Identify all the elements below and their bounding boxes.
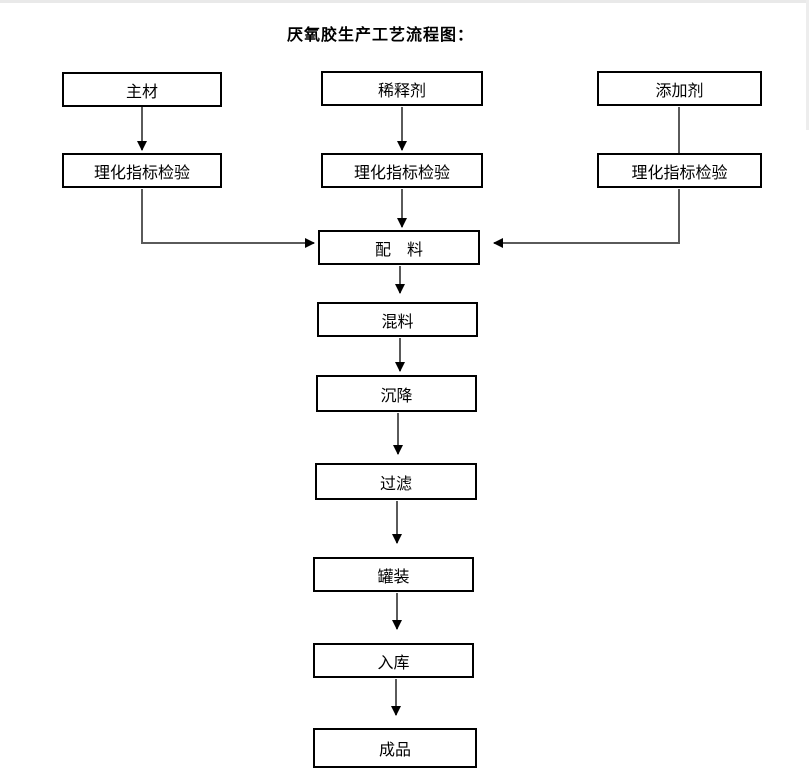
node-canning: 罐装 [313, 557, 474, 592]
node-finished-product: 成品 [313, 728, 477, 768]
node-diluent: 稀释剂 [321, 71, 483, 106]
page-edge-top [0, 0, 809, 3]
node-filtration: 过滤 [315, 463, 477, 500]
node-sedimentation: 沉降 [316, 375, 477, 412]
node-main-material: 主材 [62, 72, 222, 107]
diagram-title: 厌氧胶生产工艺流程图： [287, 27, 475, 44]
node-mixing: 混料 [317, 302, 478, 337]
node-inspection-right: 理化指标检验 [597, 153, 762, 188]
node-warehousing: 入库 [313, 643, 474, 678]
arrow-inspection-right-to-batching [493, 189, 680, 248]
node-batching: 配 料 [318, 230, 480, 265]
node-inspection-mid: 理化指标检验 [321, 153, 483, 188]
arrow-inspection-left-to-batching [141, 189, 315, 248]
node-additive: 添加剂 [597, 71, 762, 106]
node-inspection-left: 理化指标检验 [62, 153, 222, 188]
page-edge-right [806, 0, 809, 130]
